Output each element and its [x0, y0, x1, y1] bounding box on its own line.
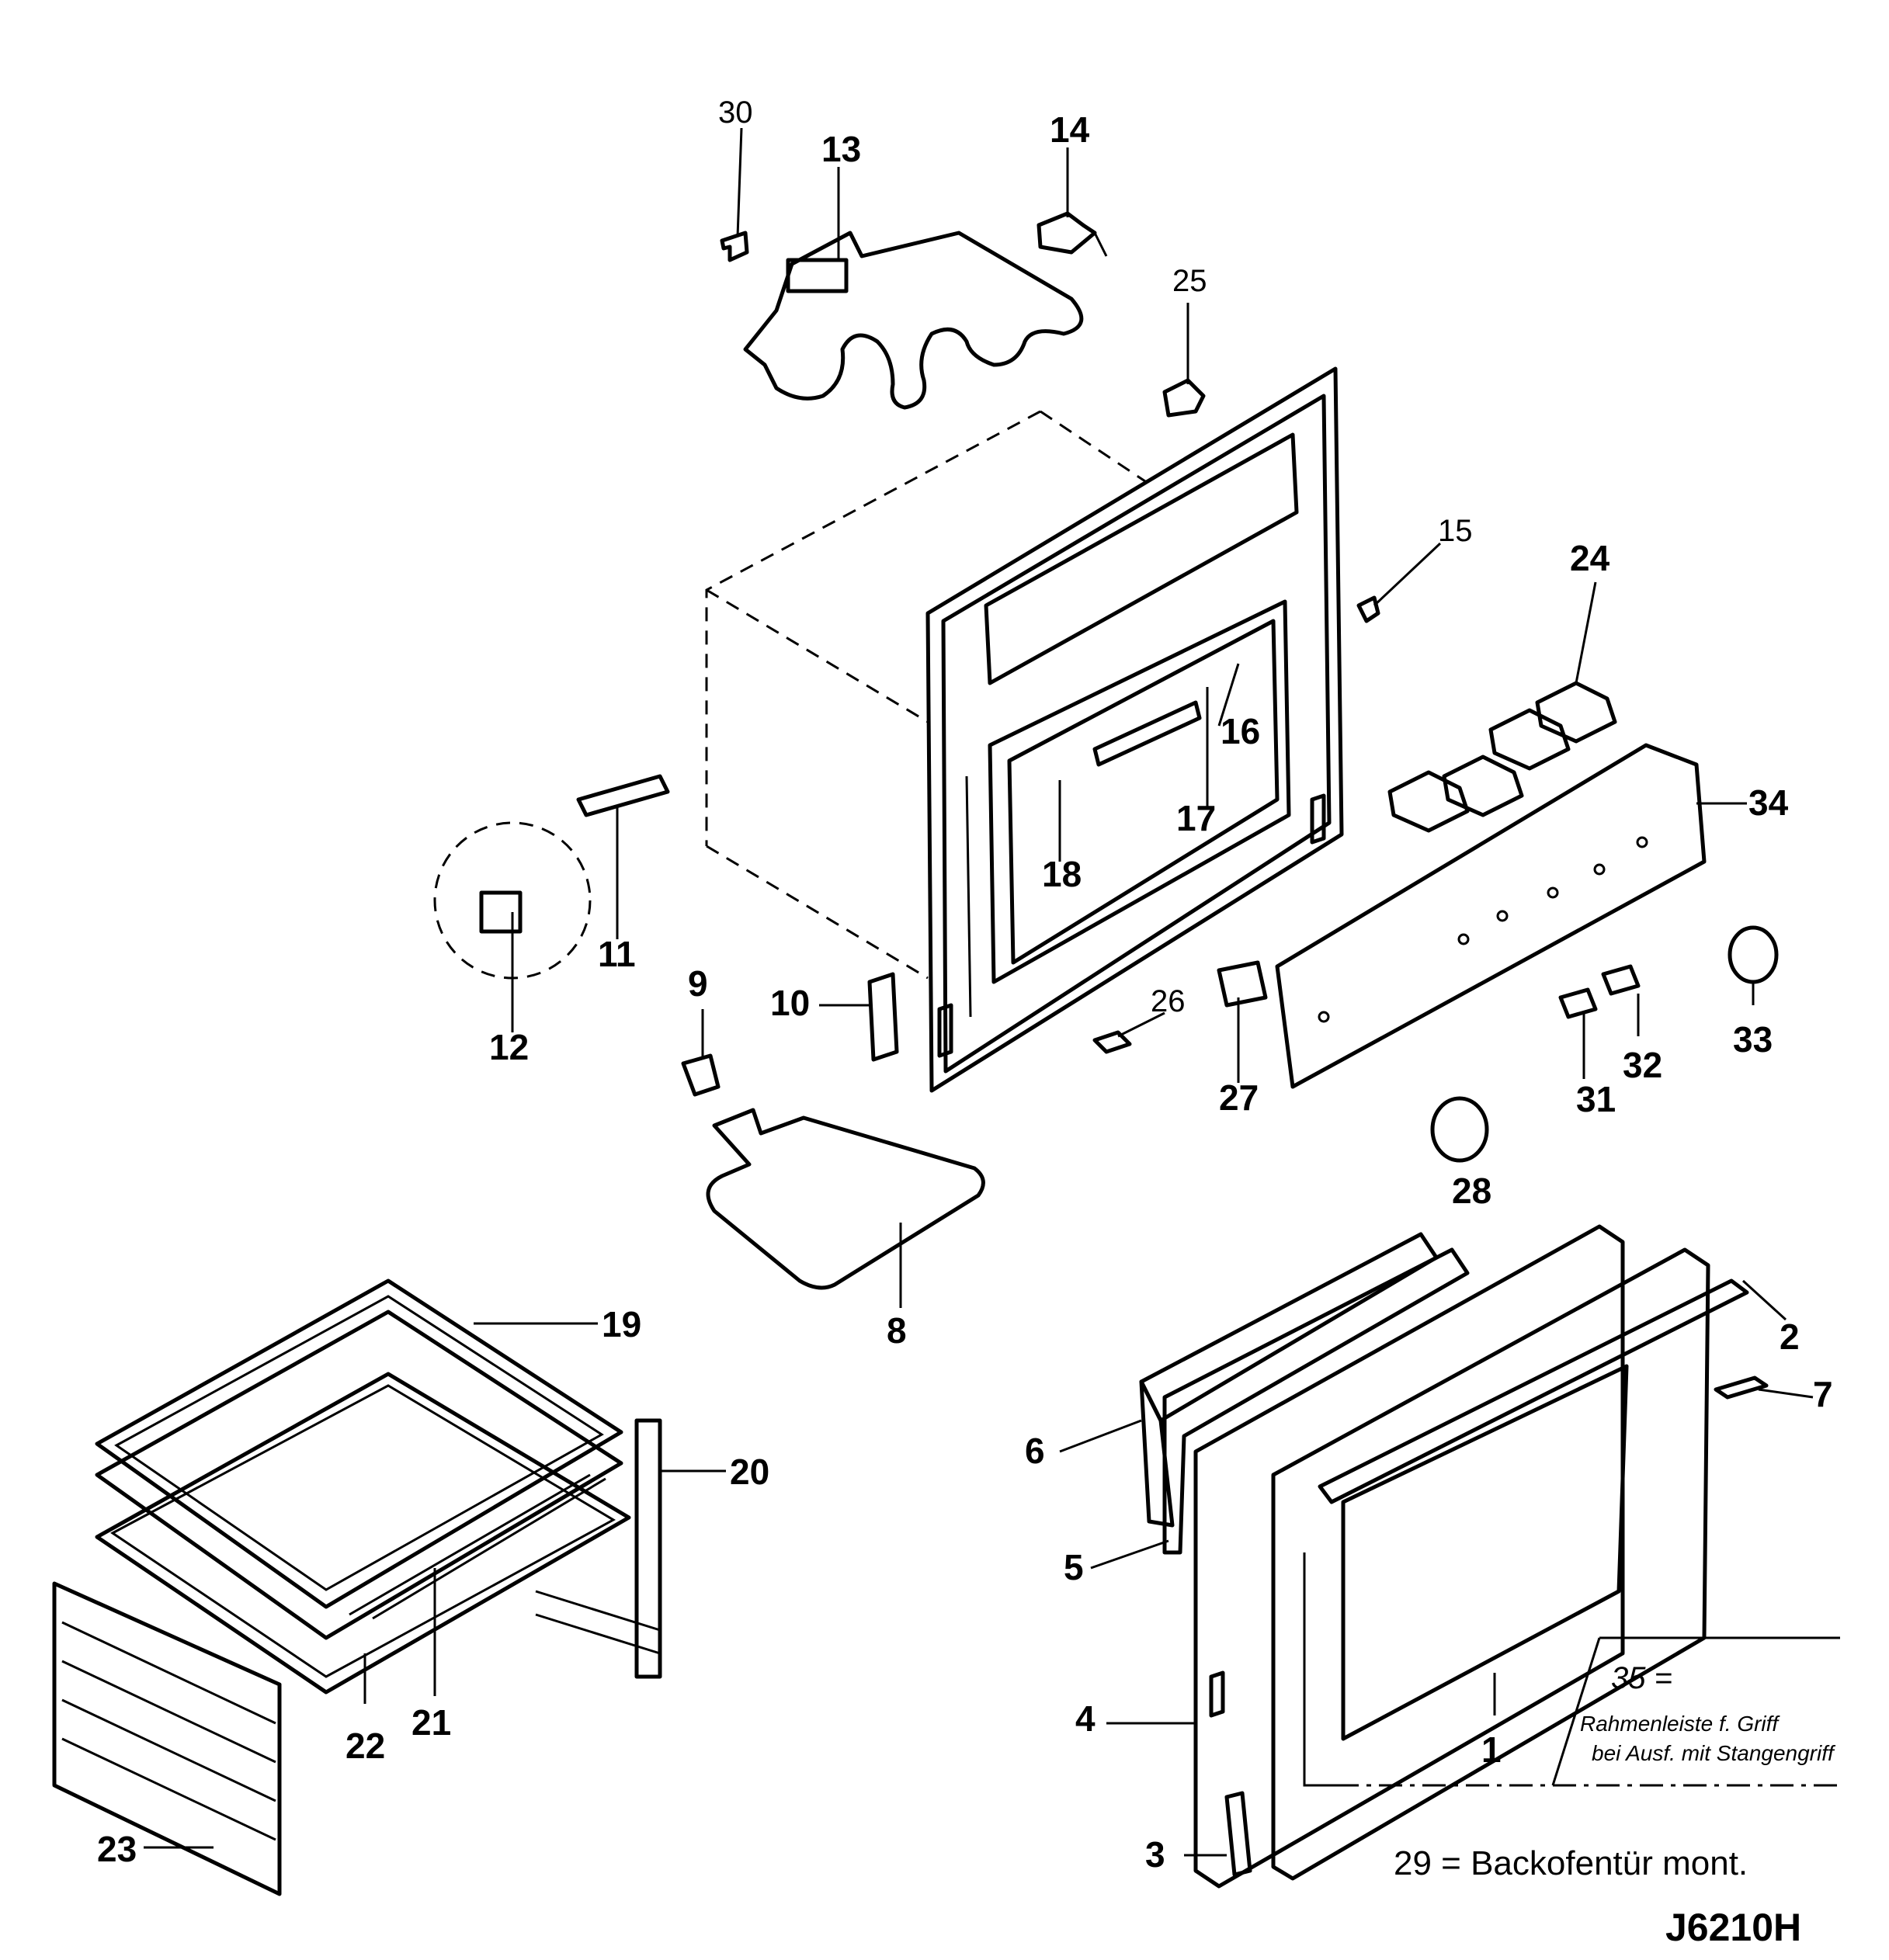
clip-30 — [720, 231, 749, 262]
pushbutton-31 — [1558, 987, 1598, 1019]
side-rail-23 — [52, 1581, 282, 1896]
clip-25 — [1162, 378, 1206, 418]
label-28: 28 — [1452, 1171, 1491, 1211]
grid-21 — [95, 1310, 623, 1640]
door-handle-strip-2 — [1318, 1278, 1749, 1504]
label-32: 32 — [1623, 1045, 1662, 1085]
notes: 35 = Rahmenleiste f. Griff bei Ausf. mit… — [1394, 1661, 1836, 1882]
label-19: 19 — [602, 1304, 641, 1344]
knob-28 — [1430, 1096, 1489, 1163]
door-seal-6 — [1139, 1232, 1439, 1528]
label-11: 11 — [598, 934, 636, 974]
clip-7 — [1714, 1375, 1769, 1400]
label-5: 5 — [1064, 1547, 1084, 1587]
note-35-frame — [1303, 1552, 1840, 1787]
label-30: 30 — [718, 95, 753, 130]
top-heating-element — [743, 231, 1084, 410]
clip-14 — [1037, 211, 1108, 257]
label-22: 22 — [346, 1726, 385, 1766]
label-3: 3 — [1145, 1834, 1165, 1875]
label-24: 24 — [1570, 538, 1610, 578]
control-panel — [1275, 743, 1707, 1089]
tray-19 — [95, 1278, 623, 1609]
clip-9 — [681, 1053, 721, 1097]
knob-33 — [1728, 925, 1779, 984]
label-1: 1 — [1481, 1729, 1502, 1770]
hinge-3 — [1224, 1791, 1252, 1877]
label-31: 31 — [1576, 1079, 1616, 1119]
switch-block — [1387, 681, 1617, 833]
label-10: 10 — [770, 983, 810, 1023]
door-inner-pane-5 — [1162, 1247, 1470, 1555]
part-labels: 1 2 3 4 5 6 7 8 9 10 11 12 13 14 15 16 1… — [97, 95, 1833, 1875]
label-21: 21 — [411, 1702, 451, 1743]
screw-15 — [1356, 595, 1380, 623]
label-4: 4 — [1075, 1698, 1096, 1739]
pushbutton-32 — [1601, 964, 1641, 996]
label-26: 26 — [1151, 984, 1186, 1018]
oven-cavity-outline — [705, 410, 1146, 980]
label-12: 12 — [489, 1027, 529, 1067]
label-23: 23 — [97, 1829, 137, 1869]
side-rail-20 — [535, 1418, 662, 1679]
lamp-26 — [1092, 1030, 1132, 1054]
label-33: 33 — [1733, 1019, 1773, 1060]
bracket-11 — [576, 774, 670, 817]
label-7: 7 — [1813, 1374, 1833, 1414]
drawing-code: J6210H — [1665, 1906, 1801, 1949]
oven-front-frame — [925, 366, 1344, 1093]
note-35-number: 35 = — [1611, 1661, 1672, 1695]
label-15: 15 — [1438, 514, 1473, 548]
label-14: 14 — [1050, 109, 1090, 150]
label-13: 13 — [821, 129, 861, 169]
label-27: 27 — [1219, 1077, 1259, 1118]
note-29: 29 = Backofentür mont. — [1394, 1844, 1748, 1882]
label-9: 9 — [688, 963, 708, 1004]
tray-22 — [95, 1372, 631, 1695]
label-18: 18 — [1042, 854, 1082, 894]
label-17: 17 — [1176, 798, 1216, 838]
lamp-holder-27 — [1217, 960, 1268, 1008]
note-35-line1: Rahmenleiste f. Griff — [1580, 1712, 1780, 1736]
label-2: 2 — [1780, 1316, 1800, 1357]
label-20: 20 — [730, 1452, 769, 1492]
note-35-line2: bei Ausf. mit Stangengriff — [1592, 1741, 1836, 1765]
label-34: 34 — [1748, 782, 1789, 823]
hinge-10 — [867, 972, 899, 1062]
leader-lines — [144, 127, 1814, 1857]
label-6: 6 — [1025, 1431, 1045, 1471]
label-8: 8 — [887, 1310, 907, 1351]
label-25: 25 — [1172, 264, 1207, 298]
bottom-heating-element — [706, 1108, 985, 1290]
label-16: 16 — [1221, 711, 1260, 751]
door-inner-frame-4 — [1193, 1224, 1625, 1889]
